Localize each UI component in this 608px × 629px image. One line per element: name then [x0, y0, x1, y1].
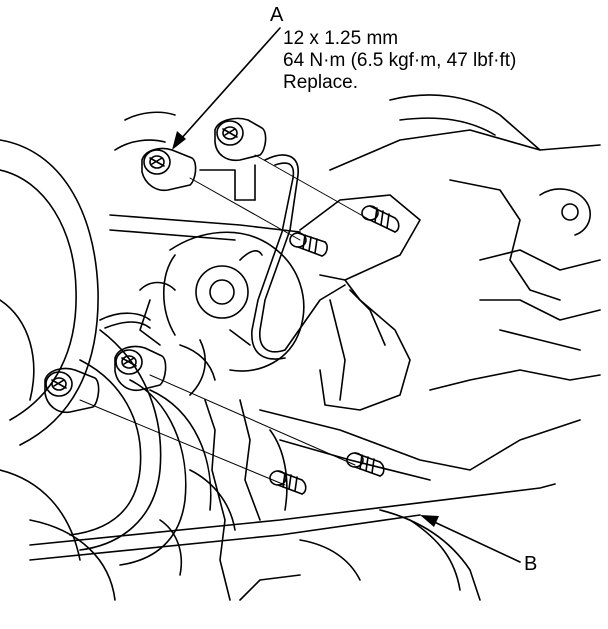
flange-nut — [214, 117, 267, 162]
steering-knuckle — [139, 231, 305, 601]
threaded-stud — [269, 470, 307, 495]
threaded-stud — [346, 452, 385, 477]
threaded-stud — [361, 205, 400, 233]
lower-arm — [29, 409, 581, 601]
nut-spec-block: 12 x 1.25 mm 64 N·m (6.5 kgf·m, 47 lbf·f… — [283, 28, 516, 94]
callout-label-b: B — [524, 553, 538, 575]
replace-note: Replace. — [283, 72, 358, 93]
thread-size: 12 x 1.25 mm — [283, 28, 399, 49]
callout-label-a: A — [270, 4, 284, 26]
threaded-stud — [289, 232, 328, 257]
brake-line — [99, 154, 346, 360]
damper-fork — [299, 194, 421, 411]
flange-nut — [44, 367, 100, 414]
subframe — [329, 94, 601, 391]
upper-bracket — [109, 111, 301, 241]
leader-arrow-b — [429, 519, 521, 563]
leader-arrow-a — [179, 27, 281, 141]
arrowhead-b — [420, 515, 439, 527]
arrowhead-a — [172, 131, 186, 150]
flange-nut — [141, 147, 197, 192]
alignment-lines — [79, 154, 371, 486]
wheel-hub-arcs — [0, 139, 212, 601]
flange-nut — [114, 345, 167, 392]
torque-spec: 64 N·m (6.5 kgf·m, 47 lbf·ft) — [283, 50, 517, 71]
